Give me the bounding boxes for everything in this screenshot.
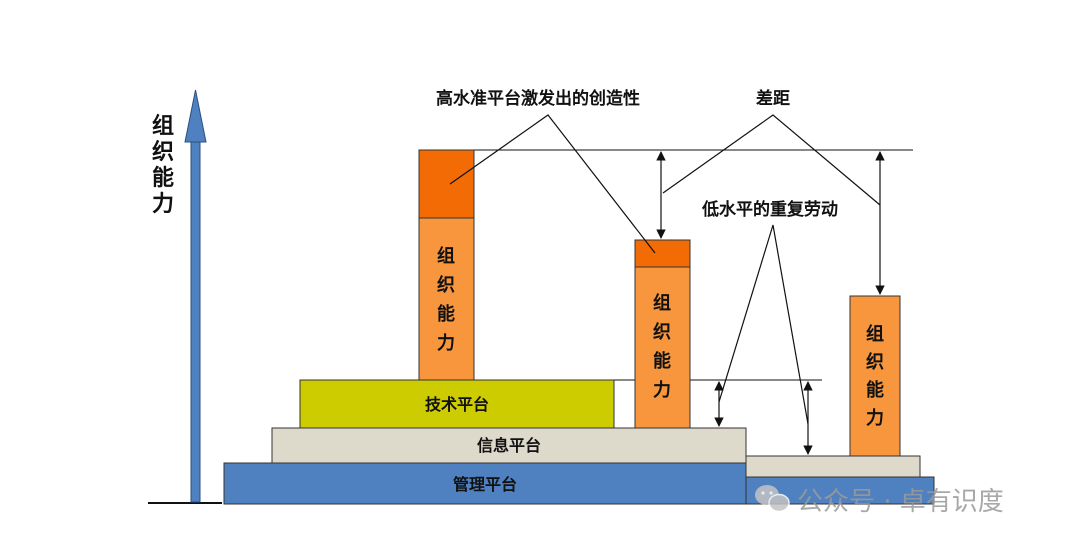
bar-2-label-char-1: 组 bbox=[653, 292, 671, 314]
wechat-icon bbox=[755, 485, 790, 513]
bar-3-label-char-4: 力 bbox=[866, 408, 884, 429]
bar-3-body bbox=[849, 295, 901, 457]
right-information-platform bbox=[745, 455, 921, 478]
gap-callout bbox=[662, 114, 881, 206]
axis-arrowhead bbox=[184, 89, 207, 143]
gap-arrows bbox=[656, 151, 885, 455]
axis-label-char-3: 能 bbox=[152, 165, 174, 191]
capability-bar-low-platform: 组 织 能 力 bbox=[849, 295, 901, 457]
bar-3-label-char-2: 织 bbox=[866, 351, 884, 373]
axis-label-char-4: 力 bbox=[152, 192, 174, 217]
creativity-annotation: 高水准平台激发出的创造性 bbox=[436, 88, 640, 109]
technology-platform-label: 技术平台 bbox=[425, 395, 489, 414]
bar-1-label-char-1: 组 bbox=[437, 245, 455, 267]
bar-1-creative-top bbox=[418, 149, 475, 219]
axis-shaft bbox=[190, 139, 201, 503]
bar-3-label-char-3: 能 bbox=[866, 379, 884, 401]
technology-platform bbox=[299, 379, 615, 429]
bar-1-label-char-4: 力 bbox=[437, 333, 455, 354]
bar-2-creative-top bbox=[634, 239, 691, 268]
bar-2-label-char-2: 织 bbox=[653, 321, 671, 343]
bar-1-label-char-2: 织 bbox=[437, 274, 455, 296]
bar-3-label-char-1: 组 bbox=[866, 323, 884, 345]
repetitive-callout bbox=[718, 224, 809, 425]
axis-label-char-1: 组 bbox=[152, 113, 174, 139]
capability-bar-middle: 组 织 能 力 bbox=[634, 239, 691, 429]
bar-2-body bbox=[634, 266, 691, 429]
creativity-callout bbox=[449, 114, 656, 254]
bar-1-label-char-3: 能 bbox=[437, 303, 455, 325]
organizational-capability-axis: 组 织 能 力 bbox=[148, 89, 222, 504]
management-platform-label: 管理平台 bbox=[453, 475, 517, 494]
information-platform-label: 信息平台 bbox=[477, 436, 541, 455]
bar-2-label-char-3: 能 bbox=[653, 350, 671, 372]
left-platform-stack: 管理平台 信息平台 技术平台 bbox=[223, 379, 747, 505]
bar-1-body bbox=[418, 217, 475, 381]
watermark: 公众号 · 卓有识度 bbox=[755, 485, 1004, 517]
repetitive-annotation: 低水平的重复劳动 bbox=[701, 199, 838, 220]
gap-annotation: 差距 bbox=[756, 88, 790, 109]
callout-lines bbox=[449, 114, 881, 425]
information-platform bbox=[271, 427, 747, 464]
management-platform bbox=[223, 462, 747, 505]
capability-bar-high-platform: 组 织 能 力 bbox=[418, 149, 475, 381]
bar-2-label-char-4: 力 bbox=[653, 380, 671, 401]
watermark-text: 公众号 · 卓有识度 bbox=[797, 487, 1004, 517]
axis-label-char-2: 织 bbox=[152, 139, 174, 165]
